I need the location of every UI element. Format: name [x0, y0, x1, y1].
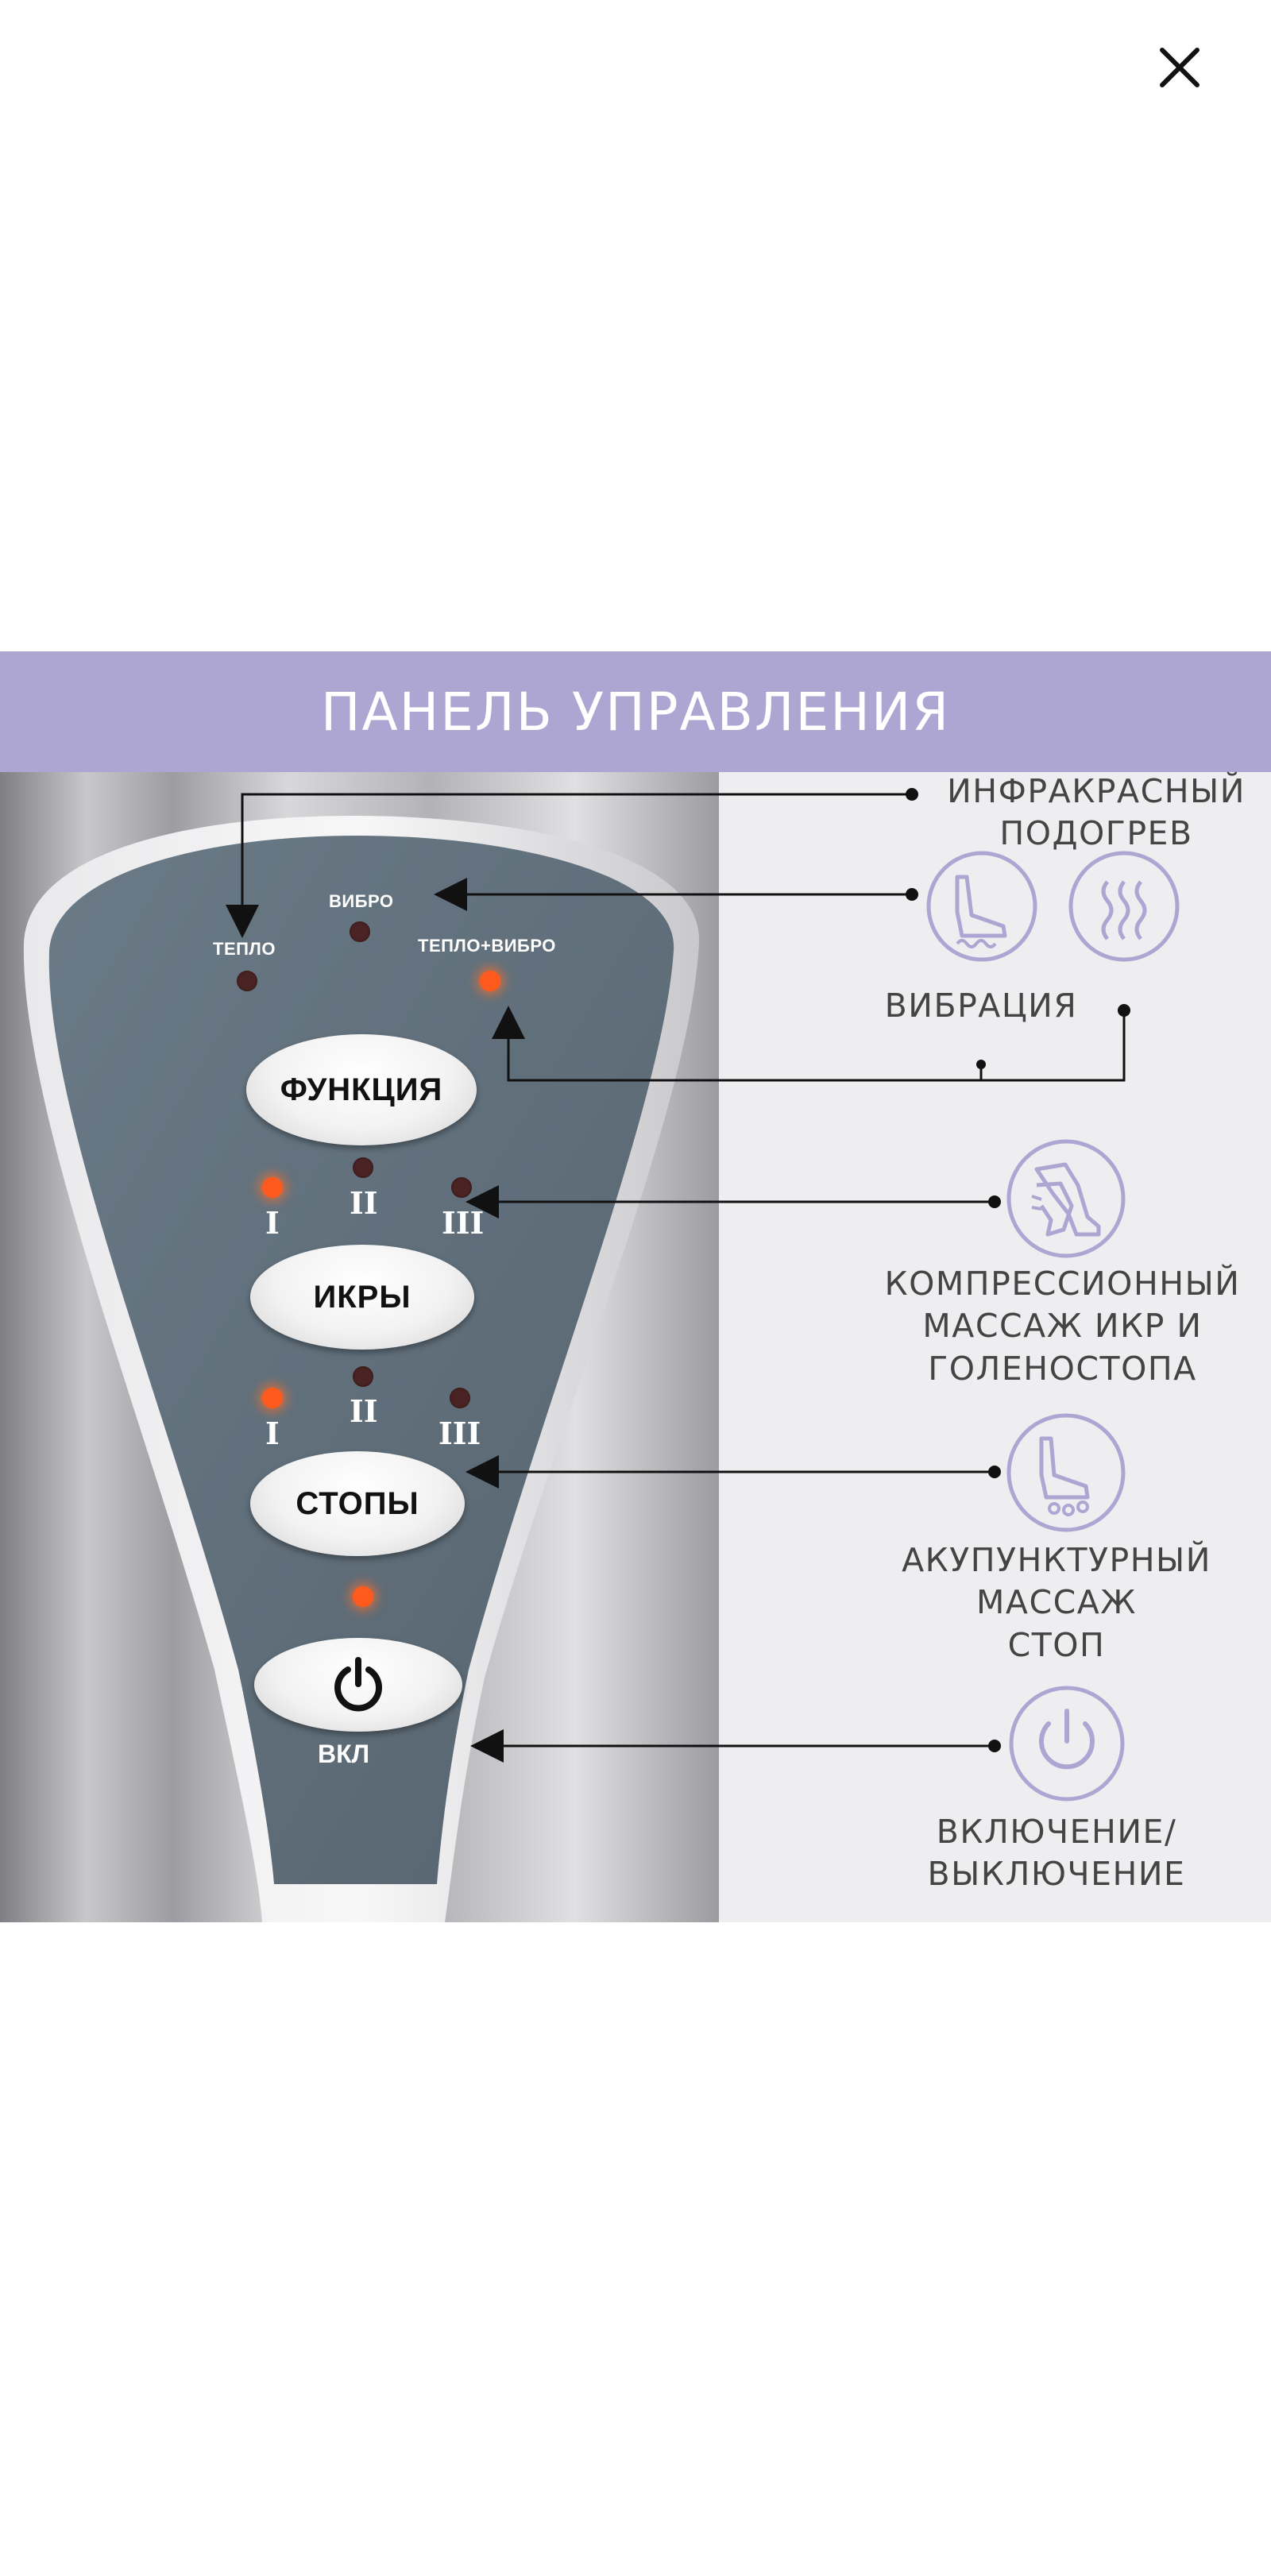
calves-button-label: ИКРЫ [313, 1279, 411, 1315]
acupuncture-caption-line1: АКУПУНКТУРНЫЙ [902, 1541, 1211, 1579]
calves-level-1-label: I [265, 1205, 280, 1241]
compression-caption-line1: КОМПРЕССИОННЫЙ [884, 1265, 1241, 1303]
feet-level-1-label: I [265, 1415, 280, 1451]
compression-caption-line2: МАССАЖ ИКР И [922, 1307, 1203, 1346]
power-button[interactable] [254, 1638, 462, 1732]
feet-button-label: СТОПЫ [296, 1485, 419, 1521]
infrared-caption-line2: ПОДОГРЕВ [999, 814, 1193, 853]
infrared-heating-caption: ИНФРАКРАСНЫЙ ПОДОГРЕВ [921, 770, 1271, 855]
feet-button[interactable]: СТОПЫ [250, 1451, 465, 1556]
calves-level-2-label: II [350, 1185, 378, 1221]
foot-vibration-icon [926, 851, 1037, 962]
function-button-label: ФУНКЦИЯ [280, 1072, 443, 1107]
acupuncture-caption-line3: СТОП [1007, 1625, 1106, 1664]
heat-vibro-indicator-led [480, 971, 500, 991]
feet-level-2-label: II [350, 1393, 378, 1429]
calves-level-3-label: III [442, 1205, 485, 1241]
heat-waves-icon [1068, 851, 1180, 962]
feet-level-3-led [450, 1388, 470, 1408]
power-caption-line2: ВЫКЛЮЧЕНИЕ [927, 1855, 1186, 1894]
close-button[interactable] [1136, 24, 1223, 111]
heat-vibro-label: ТЕПЛО+ВИБРО [418, 936, 556, 956]
feet-level-2-led [353, 1366, 373, 1387]
device-photo: ТЕПЛО ВИБРО ТЕПЛО+ВИБРО ФУНКЦИЯ I II III… [0, 772, 719, 1922]
control-panel-infographic: ПАНЕЛЬ УПРАВЛЕНИЯ ТЕПЛО ВИБРО [0, 651, 1271, 1922]
power-icon [334, 1657, 382, 1712]
title-banner: ПАНЕЛЬ УПРАВЛЕНИЯ [0, 651, 1271, 772]
compression-massage-caption: КОМПРЕССИОННЫЙ МАССАЖ ИКР И ГОЛЕНОСТОПА [854, 1263, 1271, 1390]
calves-button[interactable]: ИКРЫ [250, 1245, 474, 1350]
close-icon [1160, 48, 1200, 87]
function-button[interactable]: ФУНКЦИЯ [246, 1034, 477, 1145]
calves-level-2-led [353, 1157, 373, 1178]
infrared-caption-line1: ИНФРАКРАСНЫЙ [947, 772, 1246, 810]
calves-level-3-led [451, 1177, 472, 1198]
power-caption-line1: ВКЛЮЧЕНИЕ/ [936, 1813, 1177, 1851]
feet-level-1-led [262, 1388, 283, 1408]
feet-level-3-label: III [438, 1415, 481, 1451]
acupuncture-caption-line2: МАССАЖ [976, 1583, 1137, 1622]
power-button-label: ВКЛ [318, 1740, 370, 1768]
vibro-label: ВИБРО [329, 891, 394, 911]
banner-title: ПАНЕЛЬ УПРАВЛЕНИЯ [320, 681, 951, 743]
compression-caption-line3: ГОЛЕНОСТОПА [928, 1349, 1197, 1388]
legs-compression-icon [1006, 1139, 1126, 1258]
power-caption: ВКЛЮЧЕНИЕ/ ВЫКЛЮЧЕНИЕ [882, 1811, 1231, 1896]
acupuncture-massage-caption: АКУПУНКТУРНЫЙ МАССАЖ СТОП [882, 1539, 1231, 1666]
vibro-indicator-led [350, 921, 370, 942]
heat-label: ТЕПЛО [213, 939, 276, 959]
vibration-caption: ВИБРАЦИЯ [884, 987, 1078, 1025]
power-indicator-led [353, 1586, 373, 1607]
power-caption-icon [1009, 1686, 1125, 1802]
calves-level-1-led [262, 1177, 283, 1198]
foot-massage-icon [1006, 1413, 1126, 1532]
heat-indicator-led [237, 971, 257, 991]
